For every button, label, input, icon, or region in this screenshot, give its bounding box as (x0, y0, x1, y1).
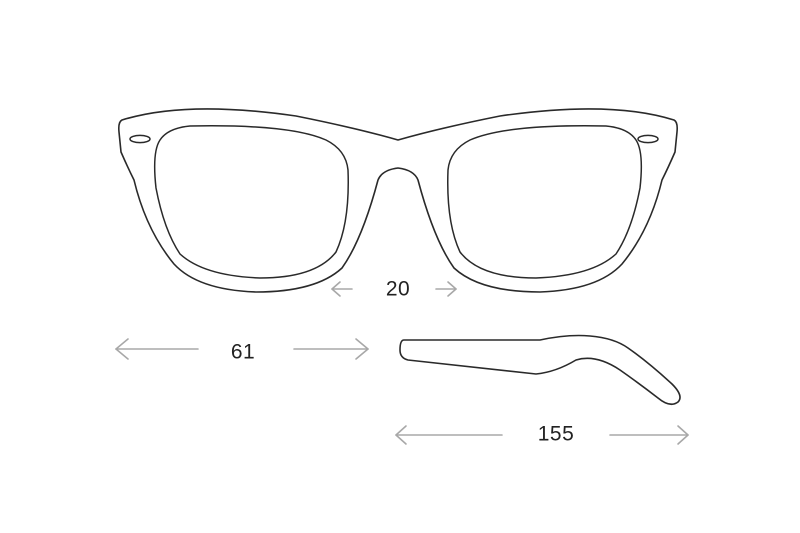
temple-right-arrow (609, 425, 689, 445)
temple-length-label: 155 (537, 422, 575, 446)
bridge-left-arrow (331, 281, 353, 297)
bridge-right-arrow (435, 281, 457, 297)
left-rivet (129, 134, 151, 144)
right-lens (447, 125, 643, 279)
lens-right-arrow (293, 338, 369, 360)
right-rivet (637, 134, 659, 144)
lens-left-arrow (115, 338, 199, 360)
bridge-width-label: 20 (385, 277, 411, 301)
left-lens (153, 125, 349, 279)
lens-width-label: 61 (230, 340, 256, 364)
temple-arm (399, 334, 681, 406)
temple-left-arrow (395, 425, 503, 445)
